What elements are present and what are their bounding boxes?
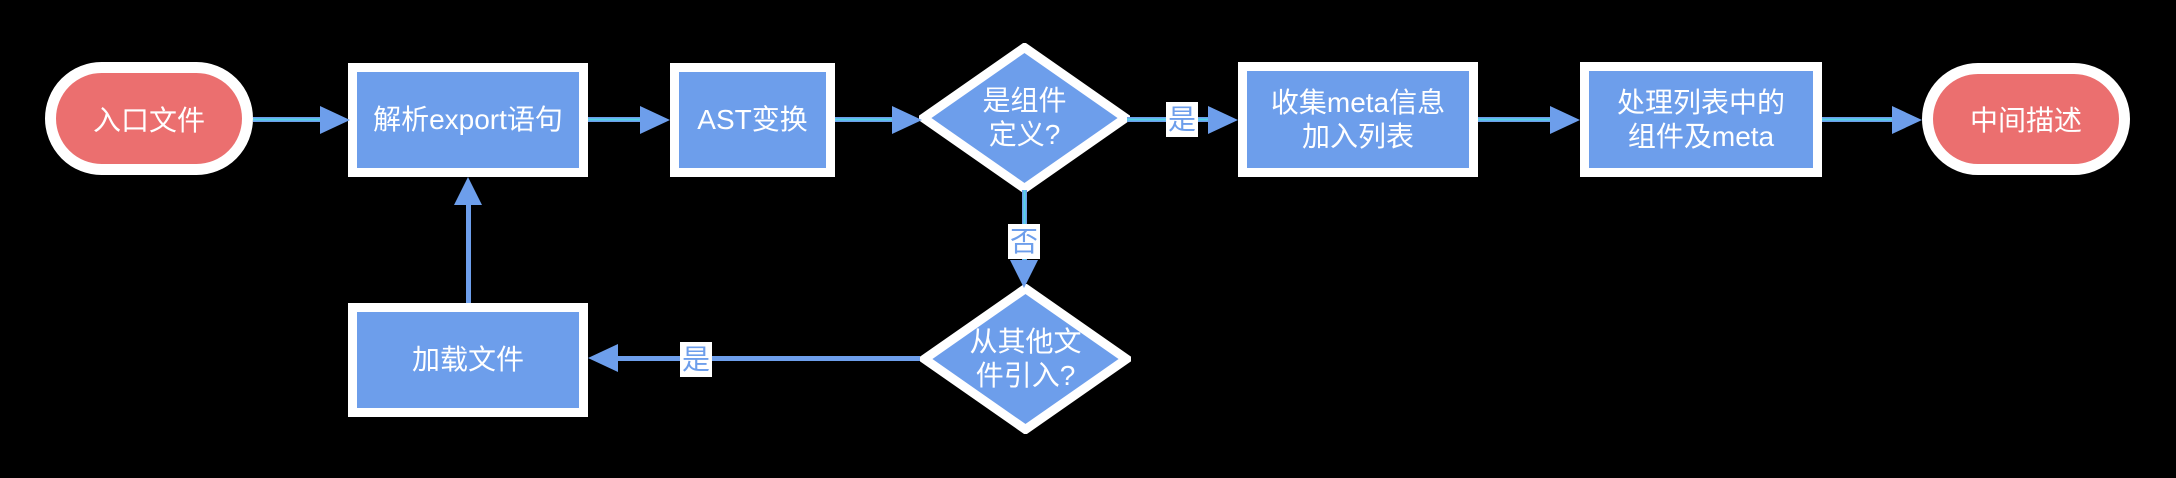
node-parse-export: 解析export语句 [348,63,588,177]
node-parse-export-label: 解析export语句 [373,104,563,135]
node-end-terminal: 中间描述 [1922,63,2130,175]
decision-line2: 定义? [988,119,1061,150]
node-collect-meta-line2: 加入列表 [1301,120,1414,152]
decision-line1: 从其他文 [969,326,1082,357]
arrowhead-up [454,177,482,205]
node-decision-is-component: 是组件 定义? [915,42,1134,194]
node-start-label: 入口文件 [92,104,205,136]
node-end-label: 中间描述 [1969,105,2082,136]
node-decision-import-other-label: 从其他文 件引入? [920,284,1131,434]
node-process-list-line2: 组件及meta [1627,120,1775,152]
node-collect-meta-line1: 收集meta信息 [1270,86,1446,118]
diamond-shape [915,42,1134,194]
connector-ast-decision [835,117,894,122]
arrowhead-right [1550,106,1580,134]
edge-label-yes-import: 是 [680,342,712,377]
decision-line2: 件引入? [975,360,1076,391]
node-ast-transform: AST变换 [670,63,835,177]
connector-collect-process [1478,117,1552,122]
node-process-list-line1: 处理列表中的 [1616,86,1785,118]
diamond-shape [916,283,1135,435]
connector-load-parse [466,205,471,303]
node-decision-import-other: 从其他文 件引入? [916,283,1135,435]
node-decision-is-component-label: 是组件 定义? [919,43,1130,193]
node-start-terminal: 入口文件 [45,62,253,175]
node-ast-transform-label: AST变换 [697,104,808,135]
arrowhead-right [320,106,350,134]
node-process-list: 处理列表中的 组件及meta [1580,62,1822,177]
arrowhead-right [640,106,670,134]
edge-label-no-component: 否 [1008,224,1040,259]
edge-label-yes-component: 是 [1166,102,1198,137]
node-collect-meta: 收集meta信息 加入列表 [1238,62,1478,177]
arrowhead-right [1208,106,1238,134]
decision-line1: 是组件 [982,85,1067,116]
connector-start-parse [253,117,323,122]
connector-parse-ast [588,117,642,122]
node-load-file: 加载文件 [348,303,588,417]
arrowhead-right [1892,106,1922,134]
node-load-file-label: 加载文件 [411,344,524,375]
connector-import-load [616,356,920,361]
connector-process-end [1822,117,1894,122]
arrowhead-left [588,344,618,372]
arrowhead-right [892,106,922,134]
arrowhead-down [1010,260,1038,288]
